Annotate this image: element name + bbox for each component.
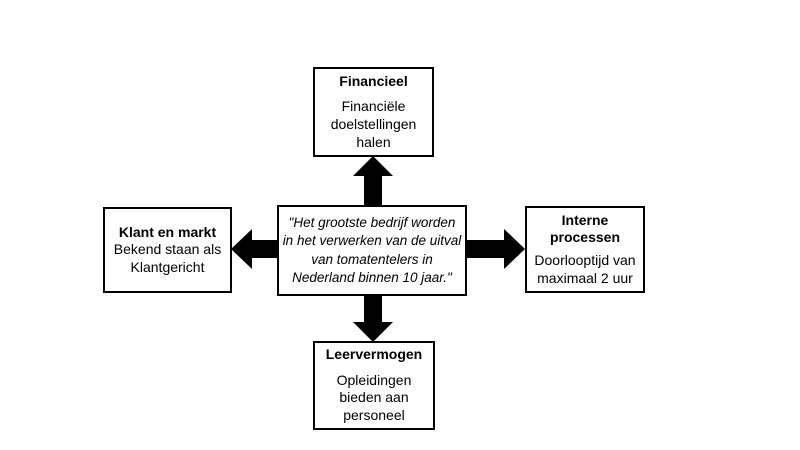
box-klant-en-markt-title: Klant en markt <box>118 223 217 240</box>
box-financieel: Financieel Financiële doelstellingen hal… <box>313 67 434 157</box>
arrow-down-shaft <box>364 294 382 323</box>
box-klant-en-markt: Klant en markt Bekend staan als Klantger… <box>103 207 232 293</box>
arrow-up-icon <box>353 156 393 176</box>
arrow-right-shaft <box>466 240 505 258</box>
arrow-left-shaft <box>251 240 278 258</box>
arrow-down-icon <box>353 322 393 342</box>
mission-statement-text: "Het grootste bedrijf worden in het verw… <box>282 214 462 285</box>
box-leervermogen: Leervermogen Opleidingen bieden aan pers… <box>313 341 435 430</box>
arrow-up-shaft <box>364 175 382 206</box>
mission-statement-box: "Het grootste bedrijf worden in het verw… <box>277 205 467 296</box>
box-interne-processen: Interne processen Doorlooptijd van maxim… <box>525 206 645 293</box>
box-interne-processen-title: Interne processen <box>549 211 621 246</box>
box-financieel-title: Financieel <box>339 72 408 89</box>
box-leervermogen-body: Opleidingen bieden aan personeel <box>336 371 412 424</box>
arrow-right-icon <box>504 229 525 269</box>
box-klant-en-markt-body: Bekend staan als Klantgericht <box>113 241 222 275</box>
arrow-left-icon <box>231 229 252 269</box>
box-leervermogen-title: Leervermogen <box>325 346 423 363</box>
box-financieel-body: Financiële doelstellingen halen <box>330 98 417 150</box>
box-interne-processen-body: Doorlooptijd van maximaal 2 uur <box>534 251 636 286</box>
